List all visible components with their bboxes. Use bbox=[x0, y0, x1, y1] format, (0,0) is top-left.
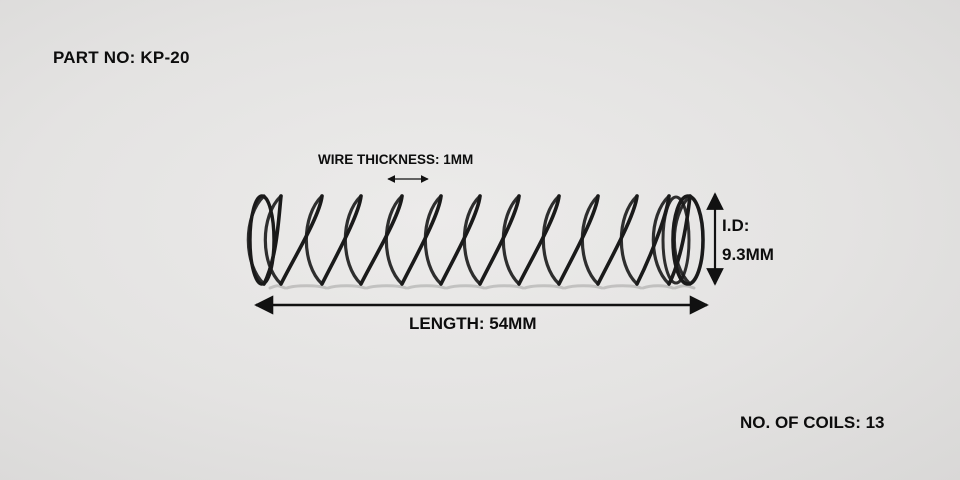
spring-coil-front bbox=[667, 194, 692, 286]
spring-end-coil-right-inner bbox=[661, 195, 691, 285]
part-number-label: PART NO: KP-20 bbox=[53, 48, 190, 67]
spring-coil-front bbox=[279, 194, 324, 286]
spring-coil-front bbox=[517, 194, 561, 286]
spring-coil-shadow bbox=[484, 284, 525, 290]
spring-coil-back bbox=[651, 194, 671, 286]
spring-coil-shadow bbox=[406, 284, 447, 290]
spring-coil-shadow bbox=[563, 284, 604, 290]
spring-coil-back bbox=[384, 194, 404, 286]
wire-thickness-label: WIRE THICKNESS: 1MM bbox=[318, 152, 474, 167]
spring-coil-shadow bbox=[326, 284, 367, 290]
spring-shadow bbox=[268, 284, 696, 290]
spring-coil-front bbox=[635, 194, 671, 286]
spring-front-coils bbox=[248, 194, 705, 286]
spring-coil-shadow bbox=[673, 284, 696, 290]
spring-coil-front bbox=[596, 194, 639, 286]
inner-diameter-label: I.D: bbox=[722, 216, 750, 235]
spring-coil-shadow bbox=[268, 284, 287, 290]
spring-coil-shadow bbox=[365, 284, 408, 290]
spring-coil-shadow bbox=[523, 284, 565, 290]
spring-coil-back bbox=[304, 194, 324, 286]
coil-count-label: NO. OF COILS: 13 bbox=[740, 413, 885, 432]
spring-coil-shadow bbox=[445, 284, 486, 290]
spring-coil-shadow bbox=[641, 284, 675, 290]
spring-coil-front bbox=[557, 194, 600, 286]
spring-end-coil-left bbox=[248, 194, 276, 286]
spring-coil-front bbox=[439, 194, 482, 286]
spring-back-coils bbox=[246, 194, 692, 286]
spring-coil-shadow bbox=[285, 284, 328, 290]
inner-diameter-value: 9.3MM bbox=[722, 245, 774, 264]
spring-coil-front bbox=[400, 194, 443, 286]
spring-coil-front bbox=[320, 194, 363, 286]
spring-coil-back bbox=[263, 194, 283, 286]
spring-coil-front bbox=[478, 194, 521, 286]
length-label: LENGTH: 54MM bbox=[409, 314, 537, 333]
spring-end-coil-right bbox=[671, 194, 705, 286]
spring-coil-shadow bbox=[602, 284, 643, 290]
spring-coil-front bbox=[359, 194, 404, 286]
